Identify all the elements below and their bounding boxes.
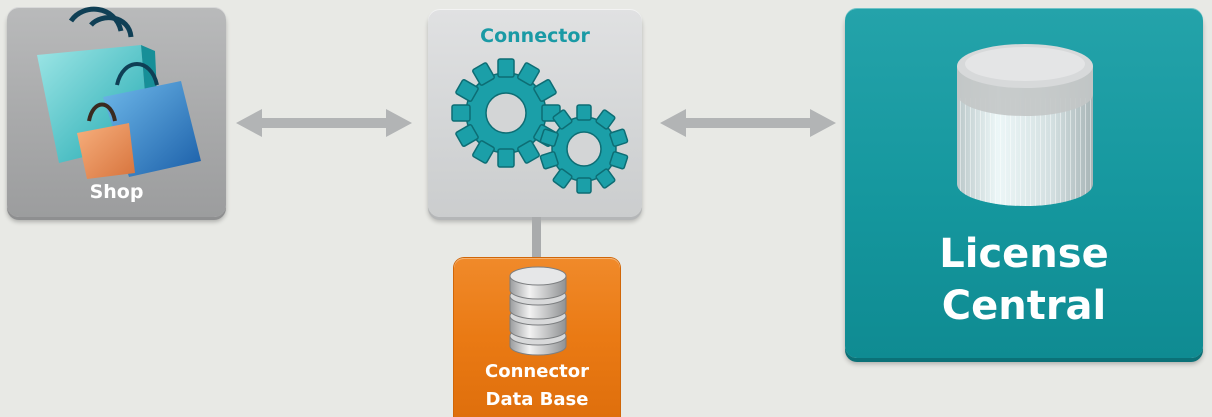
shop-label: Shop <box>89 181 144 203</box>
shopping-bags-icon <box>37 6 201 179</box>
connector-database-node: Connector Data Base <box>454 258 620 417</box>
bidirectional-arrow-icon <box>236 109 412 137</box>
cylinder-database-icon <box>957 44 1093 206</box>
connector-database-label: Connector Data Base <box>454 358 620 414</box>
gears-icon <box>451 58 629 194</box>
shop-node: Shop <box>7 6 226 217</box>
bidirectional-arrow-icon <box>660 109 836 137</box>
license-central-label-line2: Central <box>941 283 1107 329</box>
license-central-label-line1: License <box>939 231 1109 277</box>
connector-label: Connector <box>480 25 590 47</box>
license-central-node: License Central <box>845 8 1203 358</box>
connector-database-label-line2: Data Base <box>485 389 589 410</box>
connector-database-label-line1: Connector <box>485 361 589 382</box>
license-central-label: License Central <box>845 228 1203 332</box>
connector-db-link <box>532 217 541 259</box>
database-stack-icon <box>509 266 567 356</box>
connector-node: Connector <box>428 9 642 217</box>
